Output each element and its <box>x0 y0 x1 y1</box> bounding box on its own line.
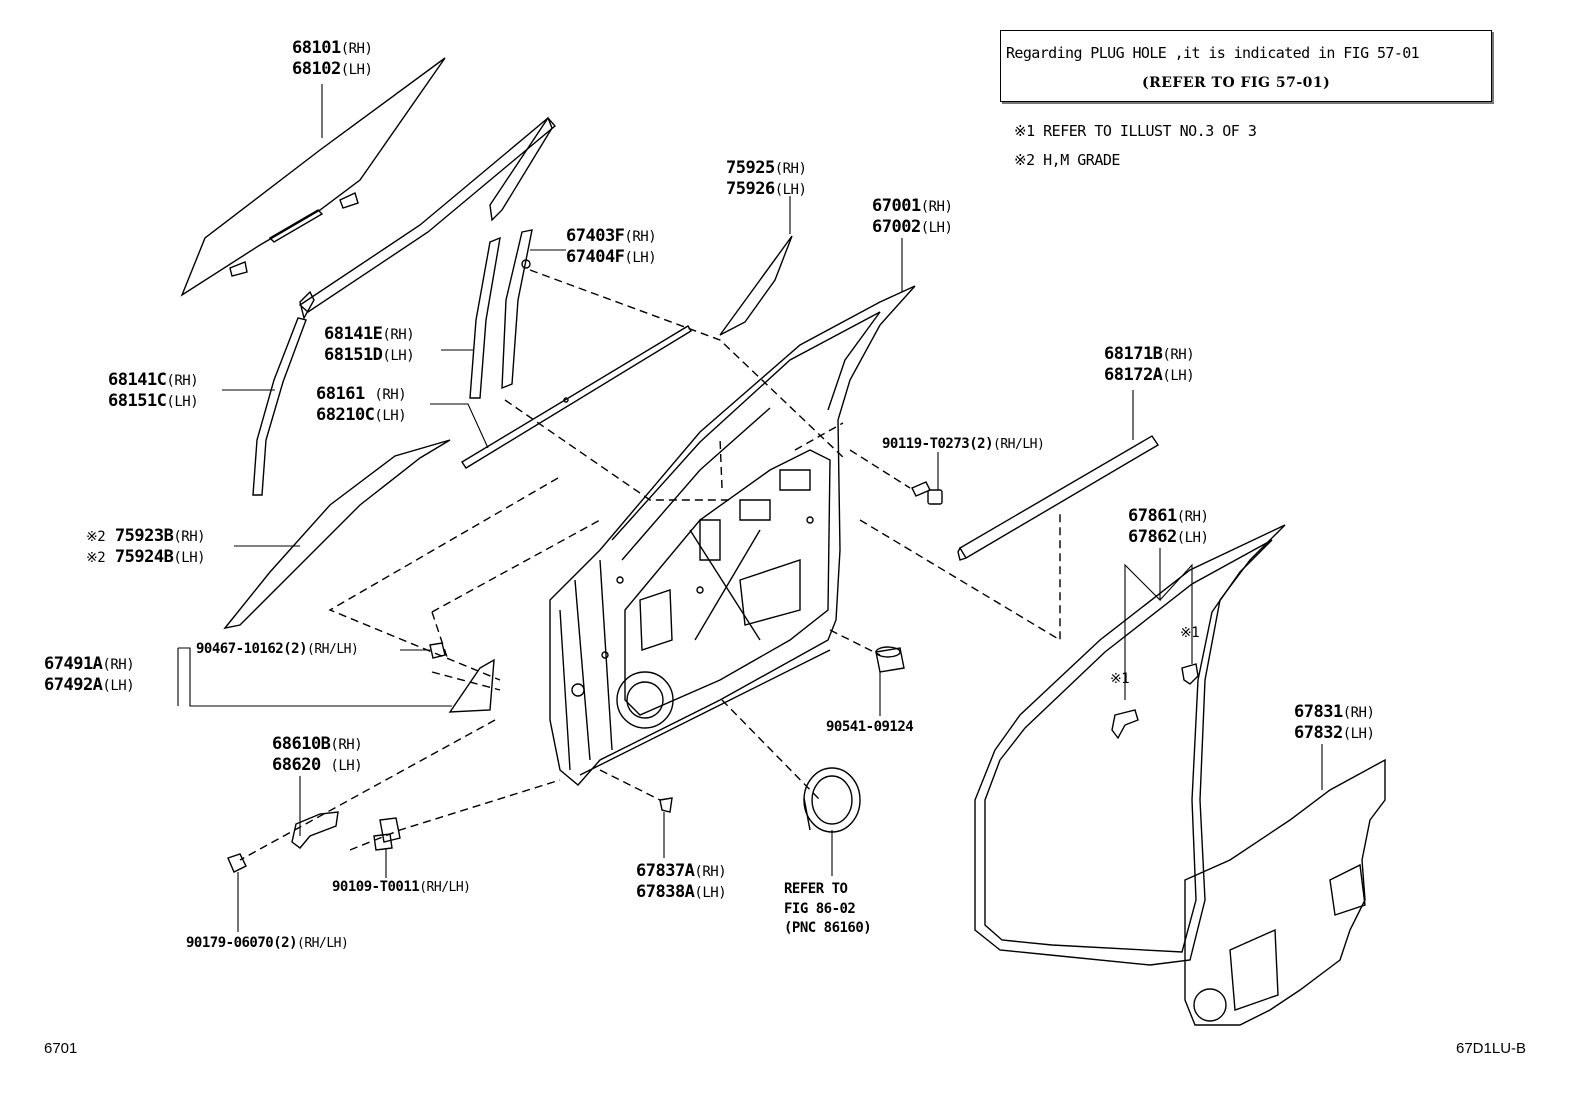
part-75925[interactable]: 75925(RH) 75926(LH) <box>726 158 807 199</box>
part-67491A[interactable]: 67491A(RH) 67492A(LH) <box>44 654 135 695</box>
part-75923B[interactable]: ※2 75923B(RH) ※2 75924B(LH) <box>86 526 206 567</box>
leader-lines <box>178 84 1322 932</box>
division-bar <box>470 230 532 398</box>
frame-garnish <box>225 440 450 628</box>
belt-moulding-outer <box>958 436 1158 560</box>
part-68171B[interactable]: 68171B(RH) 68172A(LH) <box>1104 344 1195 385</box>
bolt-90119 <box>912 482 942 504</box>
part-67001[interactable]: 67001(RH) 67002(LH) <box>872 196 953 237</box>
part-67837A[interactable]: 67837A(RH) 67838A(LH) <box>636 861 727 902</box>
note-box <box>1000 30 1492 102</box>
run-channel-left <box>253 318 306 495</box>
part-68101[interactable]: 68101(RH) 68102(LH) <box>292 38 373 79</box>
part-67403F[interactable]: 67403F(RH) 67404F(LH) <box>566 226 657 267</box>
part-68161[interactable]: 68161 (RH) 68210C(LH) <box>316 384 407 425</box>
refer-fig-86-02[interactable]: REFER TO FIG 86-02 (PNC 86160) <box>784 881 872 937</box>
part-90541[interactable]: 90541-09124 <box>826 719 914 735</box>
part-90179[interactable]: 90179-06070(2)(RH/LH) <box>186 935 349 951</box>
note-refer: (REFER TO FIG 57-01) <box>1142 75 1331 91</box>
clips <box>1112 664 1198 738</box>
part-67861[interactable]: 67861(RH) 67862(LH) <box>1128 506 1209 547</box>
part-67831[interactable]: 67831(RH) 67832(LH) <box>1294 702 1375 743</box>
figure-number: 6701 <box>44 1040 78 1057</box>
plug-90541 <box>876 647 904 672</box>
dashed-guides <box>240 270 1060 860</box>
door-panel <box>550 286 915 785</box>
clip-90467 <box>430 643 445 658</box>
part-68141E[interactable]: 68141E(RH) 68151D(LH) <box>324 324 415 365</box>
stopper-67837 <box>660 798 672 812</box>
illustration-code: 67D1LU-B <box>1456 1040 1527 1057</box>
clip-mark-1: ※1 <box>1180 625 1200 641</box>
weatherstrip <box>975 525 1285 965</box>
door-glass <box>182 58 445 295</box>
hinge-assembly <box>228 812 400 872</box>
belt-moulding-inner <box>462 326 691 468</box>
part-90119[interactable]: 90119-T0273(2)(RH/LH) <box>882 436 1045 452</box>
speaker <box>804 768 860 832</box>
footnote-1: ※1 REFER TO ILLUST NO.3 OF 3 <box>1014 122 1257 140</box>
part-68610B[interactable]: 68610B(RH) 68620 (LH) <box>272 734 363 775</box>
door-frame-cover <box>720 236 792 335</box>
part-90467[interactable]: 90467-10162(2)(RH/LH) <box>196 641 359 657</box>
footnote-2: ※2 H,M GRADE <box>1014 151 1120 169</box>
glass-run-upper <box>300 118 555 318</box>
part-68141C[interactable]: 68141C(RH) 68151C(LH) <box>108 370 199 411</box>
part-90109[interactable]: 90109-T0011(RH/LH) <box>332 879 471 895</box>
note-plug-hole: Regarding PLUG HOLE ,it is indicated in … <box>1006 44 1420 62</box>
clip-mark-2: ※1 <box>1110 671 1130 687</box>
service-hole-cover <box>1185 760 1385 1025</box>
